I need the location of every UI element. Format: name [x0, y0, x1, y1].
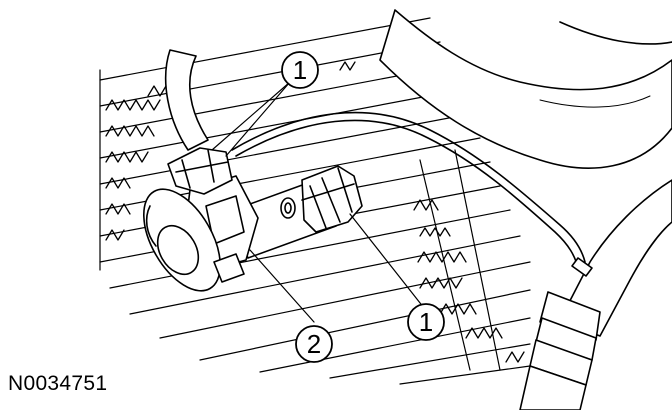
callout-circle-2 — [295, 325, 333, 363]
callout-leaders — [211, 81, 425, 323]
lower-hose — [519, 179, 672, 410]
upper-hose — [379, 9, 672, 169]
callout-number-1-right: 1 — [419, 307, 433, 337]
callout-circle-1-right — [407, 303, 445, 341]
fin-zigzags-right — [339, 61, 525, 363]
inlet-tube — [164, 49, 209, 151]
figure-id-label: N0034751 — [8, 372, 108, 395]
callout-circle-1-top — [281, 51, 319, 89]
callout-number-2: 2 — [307, 329, 321, 359]
callout-circles — [281, 51, 445, 363]
capillary-tube — [231, 111, 593, 277]
orifice-tube-body — [143, 147, 363, 292]
callout-number-1-top: 1 — [293, 55, 307, 85]
